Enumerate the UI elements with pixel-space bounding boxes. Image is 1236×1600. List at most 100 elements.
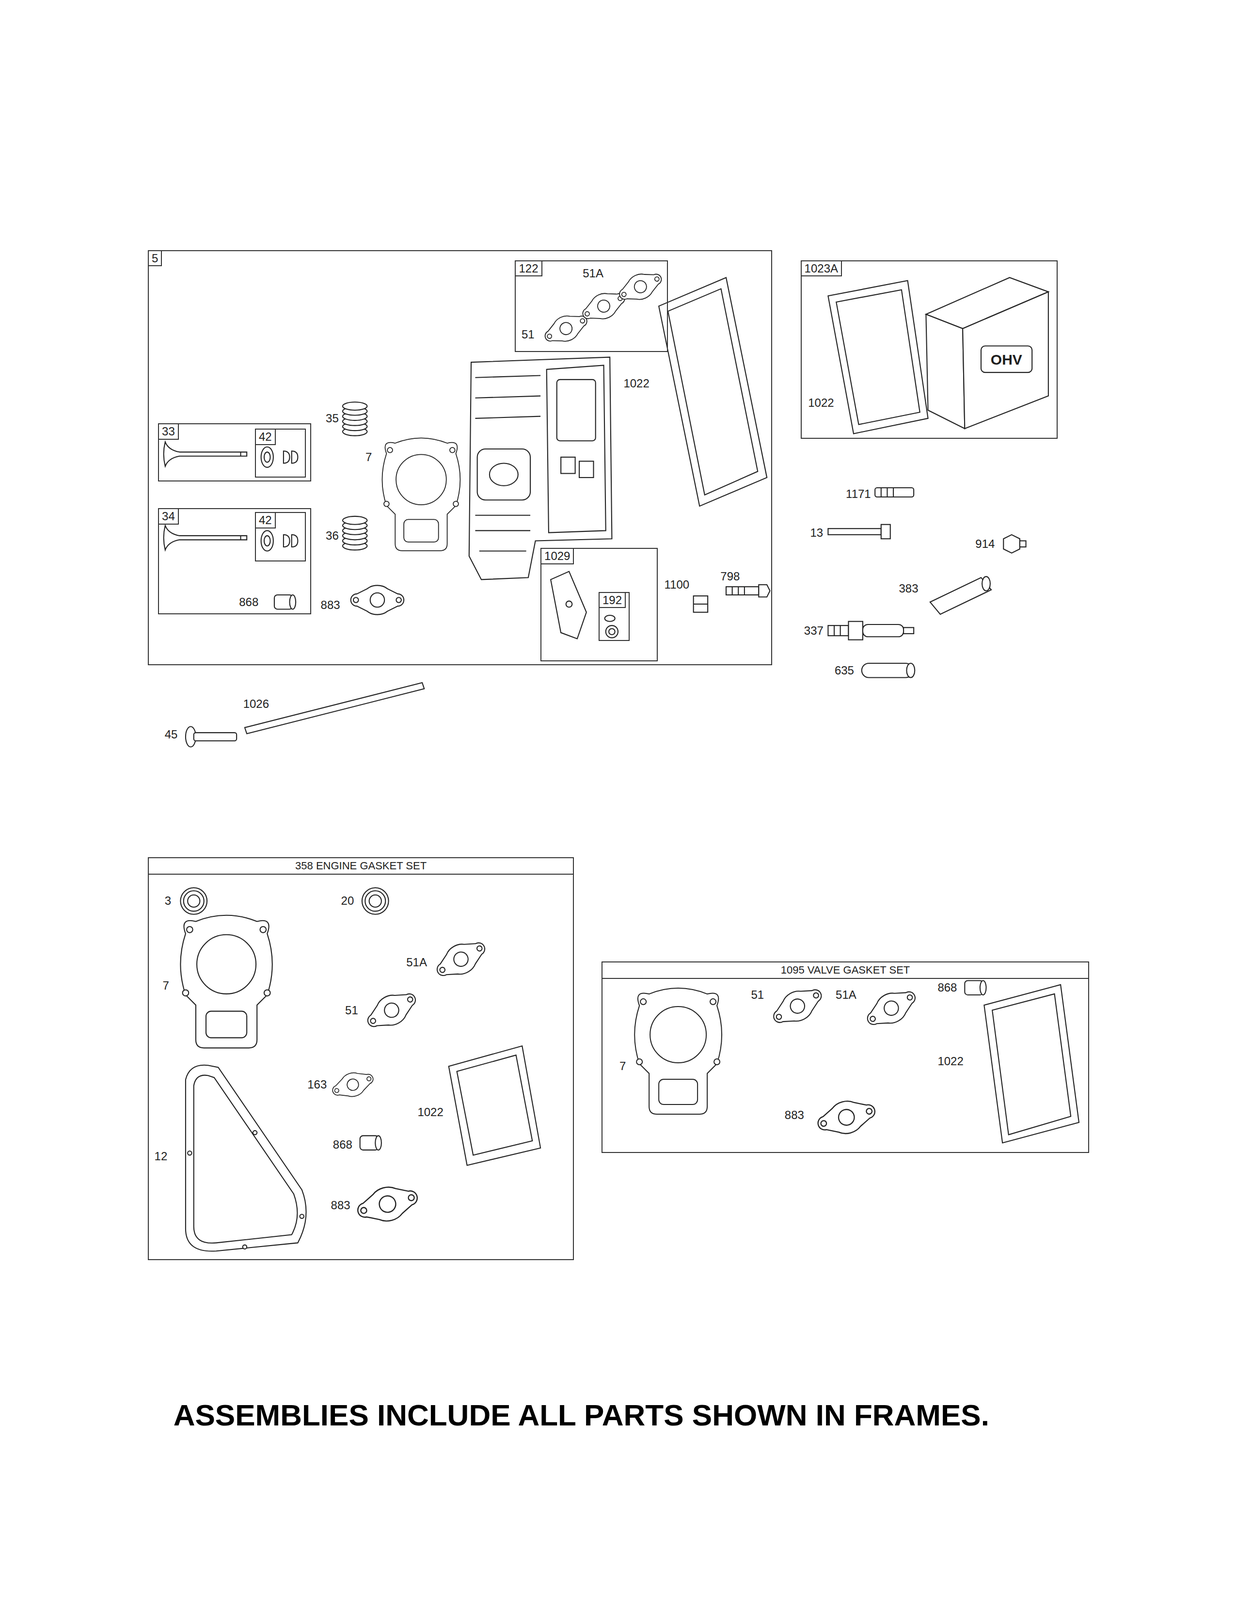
rocker-cover-gasket: [457, 1054, 533, 1155]
crankcase-gasket: [193, 1075, 298, 1243]
callout-number: 51: [343, 1003, 360, 1016]
cylinder-head: [469, 357, 613, 580]
rocker-nut: [604, 615, 616, 622]
tappet: [185, 726, 237, 747]
parts-illustration: [614, 266, 666, 308]
frame-tag: 34: [158, 508, 179, 525]
push-rod-guide: [693, 595, 708, 613]
cylinder-head: [475, 396, 541, 398]
parts-illustration: [860, 982, 922, 1034]
callout-number: 13: [808, 525, 825, 539]
valve-cover: [925, 277, 1048, 428]
crankcase-gasket: [242, 1244, 247, 1249]
callout-number: 51A: [404, 955, 429, 968]
frame-tag: 1023A: [801, 261, 842, 277]
push-rod-guide: [693, 603, 708, 605]
callout-number: 7: [160, 979, 171, 992]
rocker-cover-gasket: [992, 993, 1071, 1135]
callout-number: 51A: [834, 988, 858, 1001]
callout-number: 1022: [621, 377, 651, 390]
parts-illustration: [360, 1135, 382, 1150]
spark-plug-cover: [930, 576, 992, 615]
frame-tag: 122: [515, 261, 542, 277]
cylinder-head: [477, 448, 531, 500]
frame-tag: 42: [255, 512, 276, 529]
cylinder-head: [469, 357, 613, 580]
valve-cover: [962, 291, 1049, 429]
callout-number: 868: [331, 1138, 354, 1151]
spark-plug-boot: [906, 663, 915, 678]
spark-plug-boot: [861, 663, 915, 678]
rocker-cover-gasket: [658, 277, 767, 506]
cylinder-head: [546, 364, 606, 533]
assembly-frame: 1023A: [800, 260, 1058, 439]
callout-number: 20: [339, 894, 356, 907]
callout-number: 35: [324, 412, 341, 425]
parts-illustration: [342, 401, 367, 436]
assembly-frame: 3342: [158, 423, 312, 482]
valve-cover: [981, 345, 1032, 373]
cylinder-head: [579, 460, 594, 478]
frame-tag: 1029: [541, 548, 574, 565]
rocker-stud: [744, 586, 745, 595]
spark-plug: [903, 627, 914, 634]
callout-number: 51: [520, 328, 537, 341]
gasket-set-frame: 358 ENGINE GASKET SET: [147, 856, 574, 1260]
rocker-nut: [605, 625, 618, 638]
callout-number: 3: [163, 894, 173, 907]
callout-number: 868: [935, 981, 959, 994]
stud: [880, 487, 882, 497]
crankcase-gasket: [185, 1064, 307, 1252]
callout-number: 337: [802, 623, 825, 637]
tappet: [193, 732, 237, 741]
callout-number: 7: [618, 1059, 628, 1073]
assembly-frame: 34 42: [158, 507, 312, 615]
callout-number: 7: [364, 450, 374, 464]
parts-illustration: [767, 980, 828, 1032]
rocker-arm: [550, 571, 587, 639]
push-rod: [244, 682, 425, 734]
rocker-cover-gasket: [983, 984, 1079, 1143]
stud: [886, 487, 888, 497]
frame-tag: 33: [158, 424, 179, 440]
cylinder-head: [475, 529, 531, 531]
callout-number: 883: [329, 1198, 352, 1211]
set-title: 1095 VALVE GASKET SET: [602, 962, 1088, 979]
parts-illustration: [353, 1179, 422, 1228]
parts-illustration: [342, 516, 367, 550]
callout-number: 868: [237, 595, 260, 609]
cylinder-head: [479, 550, 527, 552]
push-rod: [244, 682, 425, 734]
rocker-nut: [608, 628, 616, 635]
callout-number: 1171: [844, 487, 873, 500]
parts-illustration: [261, 530, 299, 551]
rocker-cover-gasket: [983, 984, 1079, 1143]
parts-illustration: [180, 887, 207, 915]
rocker-cover-gasket: [667, 288, 758, 495]
parts-illustration: [430, 933, 492, 985]
rocker-stud: [731, 586, 733, 595]
callout-number: 12: [153, 1149, 170, 1162]
crankcase-gasket: [187, 1150, 192, 1155]
callout-number: 51A: [581, 267, 605, 280]
frame-tag: 192: [599, 592, 626, 609]
fitting: [1003, 534, 1020, 554]
spark-plug: [833, 625, 835, 636]
callout-number: 51: [749, 988, 766, 1001]
caption: ASSEMBLIES INCLUDE ALL PARTS SHOWN IN FR…: [173, 1398, 990, 1432]
cover-marking: OHV: [989, 350, 1024, 367]
crankcase-gasket: [300, 1213, 304, 1218]
cylinder-head: [560, 457, 575, 474]
stud: [874, 487, 914, 497]
fitting: [1019, 540, 1027, 547]
assembly-frame: 1029 192: [540, 547, 658, 662]
rocker-stud: [758, 584, 770, 597]
cylinder-head: [475, 375, 541, 378]
spark-plug: [827, 621, 914, 640]
cylinder-head: [475, 416, 541, 419]
rocker-cover-gasket: [448, 1045, 541, 1165]
assembly-frame: 192: [598, 591, 630, 641]
spark-plug: [862, 624, 904, 637]
